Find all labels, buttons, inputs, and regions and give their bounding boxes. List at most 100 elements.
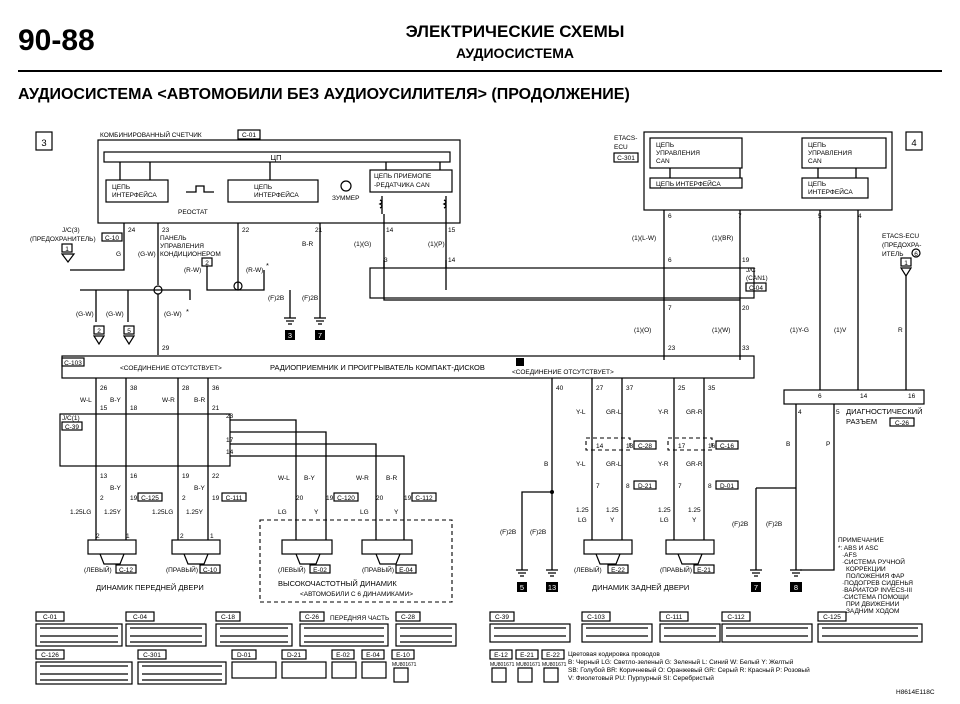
svg-text:7: 7 xyxy=(318,331,322,340)
svg-text:7: 7 xyxy=(754,583,758,592)
svg-text:ЦЕПЬ: ЦЕПЬ xyxy=(808,181,826,188)
svg-text:GR-L: GR-L xyxy=(606,409,622,416)
svg-text:B-Y: B-Y xyxy=(304,475,316,482)
svg-text:19: 19 xyxy=(130,495,138,502)
svg-text:2: 2 xyxy=(205,260,209,267)
svg-text:J/C(1): J/C(1) xyxy=(62,415,80,422)
svg-text:УПРАВЛЕНИЯ: УПРАВЛЕНИЯ xyxy=(808,150,852,157)
svg-text:24: 24 xyxy=(128,227,136,234)
wire-color-legend: Цветовая кодировка проводов B: Черный LG… xyxy=(568,651,935,696)
svg-text:H8614E118C: H8614E118C xyxy=(896,689,935,696)
svg-text:MU801671: MU801671 xyxy=(542,662,567,668)
svg-text:ДИНАМИК ПЕРЕДНЕЙ ДВЕРИ: ДИНАМИК ПЕРЕДНЕЙ ДВЕРИ xyxy=(96,583,204,592)
svg-text:37: 37 xyxy=(626,385,634,392)
svg-text:РАДИОПРИЕМНИК И ПРОИГРЫВАТЕЛЬ: РАДИОПРИЕМНИК И ПРОИГРЫВАТЕЛЬ КОМПАКТ-ДИ… xyxy=(270,363,485,372)
svg-text:C-26: C-26 xyxy=(305,614,319,621)
svg-text:(ЛЕВЫЙ): (ЛЕВЫЙ) xyxy=(278,565,306,574)
svg-text:(ЛЕВЫЙ): (ЛЕВЫЙ) xyxy=(574,565,602,574)
svg-text:ЦЕПЬ: ЦЕПЬ xyxy=(112,184,130,191)
svg-text:C-04: C-04 xyxy=(133,614,147,621)
svg-text:*: * xyxy=(266,261,269,270)
svg-text:C-103: C-103 xyxy=(587,614,605,621)
svg-text:LG: LG xyxy=(360,509,369,516)
svg-text:D-21: D-21 xyxy=(638,483,652,490)
svg-text:E-12: E-12 xyxy=(494,652,508,659)
svg-text:C-126: C-126 xyxy=(41,652,59,659)
svg-text:SB: Голубой BR: Коричневый: SB: Голубой BR: Коричневый O: Оранжевый … xyxy=(568,666,810,674)
svg-text:C-120: C-120 xyxy=(337,495,355,502)
etacs-ecu: ETACS- ECU C-301 ЦЕПЬ УПРАВЛЕНИЯ CAN ЦЕП… xyxy=(613,131,893,220)
ac-panel: ПАНЕЛЬ УПРАВЛЕНИЯ КОНДИЦИОНЕРОМ 2 (R-W) … xyxy=(160,235,269,291)
svg-text:E-21: E-21 xyxy=(697,567,711,574)
page-subtitle: АУДИОСИСТЕМА xyxy=(455,45,575,61)
radio-cd-unit: C-103 <СОЕДИНЕНИЕ ОТСУТСТВУЕТ> РАДИОПРИЕ… xyxy=(61,355,755,379)
svg-text:1.25Y: 1.25Y xyxy=(104,509,122,516)
svg-text:36: 36 xyxy=(212,385,220,392)
svg-text:LG: LG xyxy=(278,509,287,516)
svg-text:16: 16 xyxy=(708,443,716,450)
svg-text:3: 3 xyxy=(384,257,388,264)
svg-text:ПЕРЕДНЯЯ ЧАСТЬ: ПЕРЕДНЯЯ ЧАСТЬ xyxy=(330,615,389,622)
svg-text:28: 28 xyxy=(182,385,190,392)
svg-text:ПОЛОЖЕНИЯ ФАР: ПОЛОЖЕНИЯ ФАР xyxy=(846,573,905,580)
svg-text:C-39: C-39 xyxy=(65,424,79,431)
svg-text:1.25: 1.25 xyxy=(688,507,701,514)
svg-text:<СОЕДИНЕНИЕ ОТСУТСТВУЕТ>: <СОЕДИНЕНИЕ ОТСУТСТВУЕТ> xyxy=(512,369,614,376)
svg-text:ECU: ECU xyxy=(614,144,628,151)
svg-text:ДИНАМИК ЗАДНЕЙ ДВЕРИ: ДИНАМИК ЗАДНЕЙ ДВЕРИ xyxy=(592,583,689,592)
svg-text:GR-L: GR-L xyxy=(606,461,622,468)
svg-text:D-01: D-01 xyxy=(237,652,251,659)
svg-text:(ПРЕДОХРА-: (ПРЕДОХРА- xyxy=(882,242,921,249)
connector-faces: C-01 C-04 C-18 C-26 ПЕРЕДНЯЯ ЧАСТЬ C-28 … xyxy=(35,611,923,685)
svg-text:ДИАГНОСТИЧЕСКИЙ: ДИАГНОСТИЧЕСКИЙ xyxy=(846,407,923,416)
svg-text:C-18: C-18 xyxy=(221,614,235,621)
can-junction: (1)(L-W) (1)(BR) 6 19 J/C (CAN1) C-04 7 … xyxy=(369,210,859,390)
svg-text:C-28: C-28 xyxy=(638,443,652,450)
svg-text:B-Y: B-Y xyxy=(110,485,122,492)
front-speakers: 2 1 2 1 (ЛЕВЫЙ) C-12 (ПРАВЫЙ) C-10 ДИНАМ… xyxy=(84,533,221,592)
svg-text:19: 19 xyxy=(212,495,220,502)
svg-text:17: 17 xyxy=(678,443,686,450)
combination-meter: КОМБИНИРОВАННЫЙ СЧЕТЧИК C-01 ЦП ЦЕПЬ ИНТ… xyxy=(97,129,461,224)
svg-text:W-L: W-L xyxy=(80,397,92,404)
svg-text:(1)(BR): (1)(BR) xyxy=(712,235,733,242)
svg-text:6: 6 xyxy=(668,213,672,220)
svg-text:19: 19 xyxy=(326,495,334,502)
svg-text:Y: Y xyxy=(314,509,319,516)
svg-text:ИНТЕРФЕЙСА: ИНТЕРФЕЙСА xyxy=(254,190,299,199)
svg-text:РАЗЪЕМ: РАЗЪЕМ xyxy=(846,417,877,426)
svg-text:LG: LG xyxy=(660,517,669,524)
section-title: АУДИОСИСТЕМА <АВТОМОБИЛИ БЕЗ АУДИОУСИЛИТ… xyxy=(18,86,630,103)
svg-text:ЗУММЕР: ЗУММЕР xyxy=(332,195,359,202)
svg-text:5: 5 xyxy=(127,328,131,335)
svg-text:20: 20 xyxy=(376,495,384,502)
svg-text:ПРИ ДВИЖЕНИИ: ПРИ ДВИЖЕНИИ xyxy=(846,601,900,608)
svg-text:2: 2 xyxy=(96,533,100,540)
grounds-top: (F)2B (F)2B 3 7 xyxy=(268,290,326,340)
svg-text:J/C(3): J/C(3) xyxy=(62,227,80,234)
svg-text:6: 6 xyxy=(818,393,822,400)
svg-text:W-R: W-R xyxy=(356,475,369,482)
svg-text:P: P xyxy=(826,441,830,448)
svg-text:14: 14 xyxy=(448,257,456,264)
svg-text:УПРАВЛЕНИЯ: УПРАВЛЕНИЯ xyxy=(160,243,204,250)
svg-text:21: 21 xyxy=(315,227,323,234)
svg-text:17: 17 xyxy=(226,437,234,444)
svg-text:2: 2 xyxy=(182,495,186,502)
svg-text:(F)2B: (F)2B xyxy=(268,295,284,302)
svg-text:E-02: E-02 xyxy=(336,652,350,659)
svg-text:·AFS: ·AFS xyxy=(842,552,857,559)
svg-text:ЦЕПЬ: ЦЕПЬ xyxy=(808,142,826,149)
svg-text:14: 14 xyxy=(226,449,234,456)
svg-text:W-R: W-R xyxy=(162,397,175,404)
header-divider xyxy=(18,70,942,72)
svg-text:C-125: C-125 xyxy=(823,614,841,621)
etacs-fuse: ETACS-ECU (ПРЕДОХРА- ИТЕЛЬ 6 1 R xyxy=(882,233,921,390)
svg-text:C-111: C-111 xyxy=(226,495,243,502)
svg-text:·СИСТЕМА ПОМОЩИ: ·СИСТЕМА ПОМОЩИ xyxy=(842,594,909,601)
svg-text:1.25: 1.25 xyxy=(606,507,619,514)
svg-text:(F)2B: (F)2B xyxy=(732,521,748,528)
svg-text:V: Фиолетовый PU: Пурпурный: V: Фиолетовый PU: Пурпурный SI: Серебрис… xyxy=(568,674,714,682)
svg-text:C-301: C-301 xyxy=(143,652,161,659)
svg-text:ETACS-ECU: ETACS-ECU xyxy=(882,233,919,240)
